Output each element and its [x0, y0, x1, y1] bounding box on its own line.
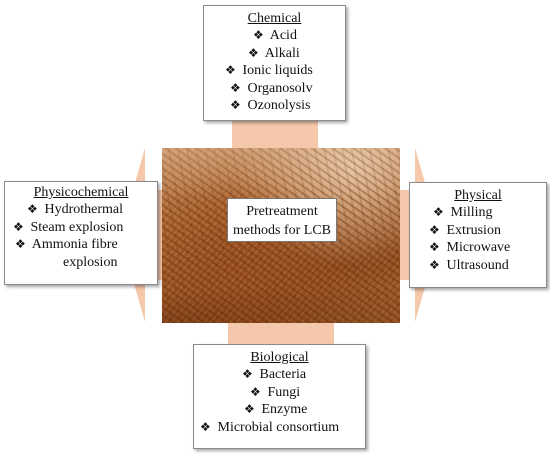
list-item: ❖ Ionic liquids: [204, 62, 345, 80]
center-label-line2: methods for LCB: [233, 223, 331, 238]
list-item-continuation: explosion: [5, 254, 157, 272]
diamond-bullet-icon: ❖: [27, 202, 38, 216]
box-title: Biological: [250, 350, 309, 365]
lignocellulosic-biomass-photo: [162, 148, 400, 323]
list-item: ❖ Ozonolysis: [204, 97, 345, 115]
list-item: ❖ Bacteria: [194, 366, 365, 384]
diamond-bullet-icon: ❖: [230, 80, 241, 95]
list-item: ❖ Acid: [204, 27, 345, 45]
diamond-bullet-icon: ❖: [244, 402, 255, 416]
item-label: Hydrothermal: [44, 202, 124, 217]
item-label: Ammonia fibre: [31, 237, 118, 252]
item-label: Ultrasound: [446, 257, 509, 273]
box-title: Physicochemical: [33, 185, 129, 200]
list-item: ❖ Microwave: [410, 239, 546, 257]
diamond-bullet-icon: ❖: [429, 257, 440, 272]
list-item: ❖ Fungi: [194, 384, 365, 402]
list-item: ❖ Hydrothermal: [5, 201, 157, 219]
item-label: Alkali: [264, 45, 300, 61]
center-label: Pretreatment methods for LCB: [227, 198, 337, 242]
list-item: ❖ Extrusion: [410, 222, 546, 240]
list-item: ❖ Alkali: [204, 45, 345, 63]
list-item: ❖ Ultrasound: [410, 257, 546, 275]
list-item: ❖ Ammonia fibre: [5, 236, 157, 254]
item-label: Microwave: [446, 240, 511, 255]
box-chemical: Chemical ❖ Acid ❖ Alkali ❖ Ionic liquids…: [203, 5, 346, 121]
diamond-bullet-icon: ❖: [200, 419, 211, 434]
diamond-bullet-icon: ❖: [250, 384, 261, 399]
diamond-bullet-icon: ❖: [13, 219, 24, 234]
diamond-bullet-icon: ❖: [225, 63, 236, 77]
box-title: Chemical: [247, 11, 302, 26]
diamond-bullet-icon: ❖: [248, 45, 259, 60]
box-biological: Biological ❖ Bacteria ❖ Fungi ❖ Enzyme ❖…: [193, 344, 366, 449]
item-label: Ionic liquids: [242, 63, 313, 78]
item-label: Ozonolysis: [247, 98, 311, 113]
list-item: ❖ Steam explosion: [5, 219, 157, 237]
box-physical: Physical ❖ Milling ❖ Extrusion ❖ Microwa…: [409, 182, 547, 288]
item-list: ❖ Bacteria ❖ Fungi ❖ Enzyme ❖ Microbial …: [194, 366, 365, 436]
diamond-bullet-icon: ❖: [429, 240, 440, 254]
diamond-bullet-icon: ❖: [15, 237, 26, 251]
diamond-bullet-icon: ❖: [230, 98, 241, 112]
item-label: Milling: [450, 205, 493, 220]
item-label: Enzyme: [261, 402, 308, 417]
center-label-line1: Pretreatment: [246, 204, 318, 219]
box-physicochemical: Physicochemical ❖ Hydrothermal ❖ Steam e…: [4, 181, 158, 285]
diamond-bullet-icon: ❖: [433, 205, 444, 219]
item-label: Fungi: [267, 384, 301, 400]
item-label: explosion: [63, 254, 118, 270]
list-item: ❖ Enzyme: [194, 401, 365, 419]
item-label: Bacteria: [259, 367, 307, 382]
diamond-bullet-icon: ❖: [429, 222, 440, 237]
box-title: Physical: [454, 188, 502, 203]
list-item: ❖ Milling: [410, 204, 546, 222]
item-label: Acid: [269, 28, 297, 43]
item-label: Microbial consortium: [217, 419, 340, 435]
item-label: Organosolv: [247, 80, 313, 96]
list-item: ❖ Organosolv: [204, 80, 345, 98]
item-list: ❖ Milling ❖ Extrusion ❖ Microwave ❖ Ultr…: [410, 204, 546, 274]
item-list: ❖ Acid ❖ Alkali ❖ Ionic liquids ❖ Organo…: [204, 27, 345, 115]
item-label: Steam explosion: [30, 219, 124, 235]
diamond-bullet-icon: ❖: [253, 28, 264, 42]
item-list: ❖ Hydrothermal ❖ Steam explosion ❖ Ammon…: [5, 201, 157, 271]
diamond-bullet-icon: ❖: [242, 367, 253, 381]
list-item: ❖ Microbial consortium: [194, 419, 365, 437]
item-label: Extrusion: [446, 222, 501, 238]
